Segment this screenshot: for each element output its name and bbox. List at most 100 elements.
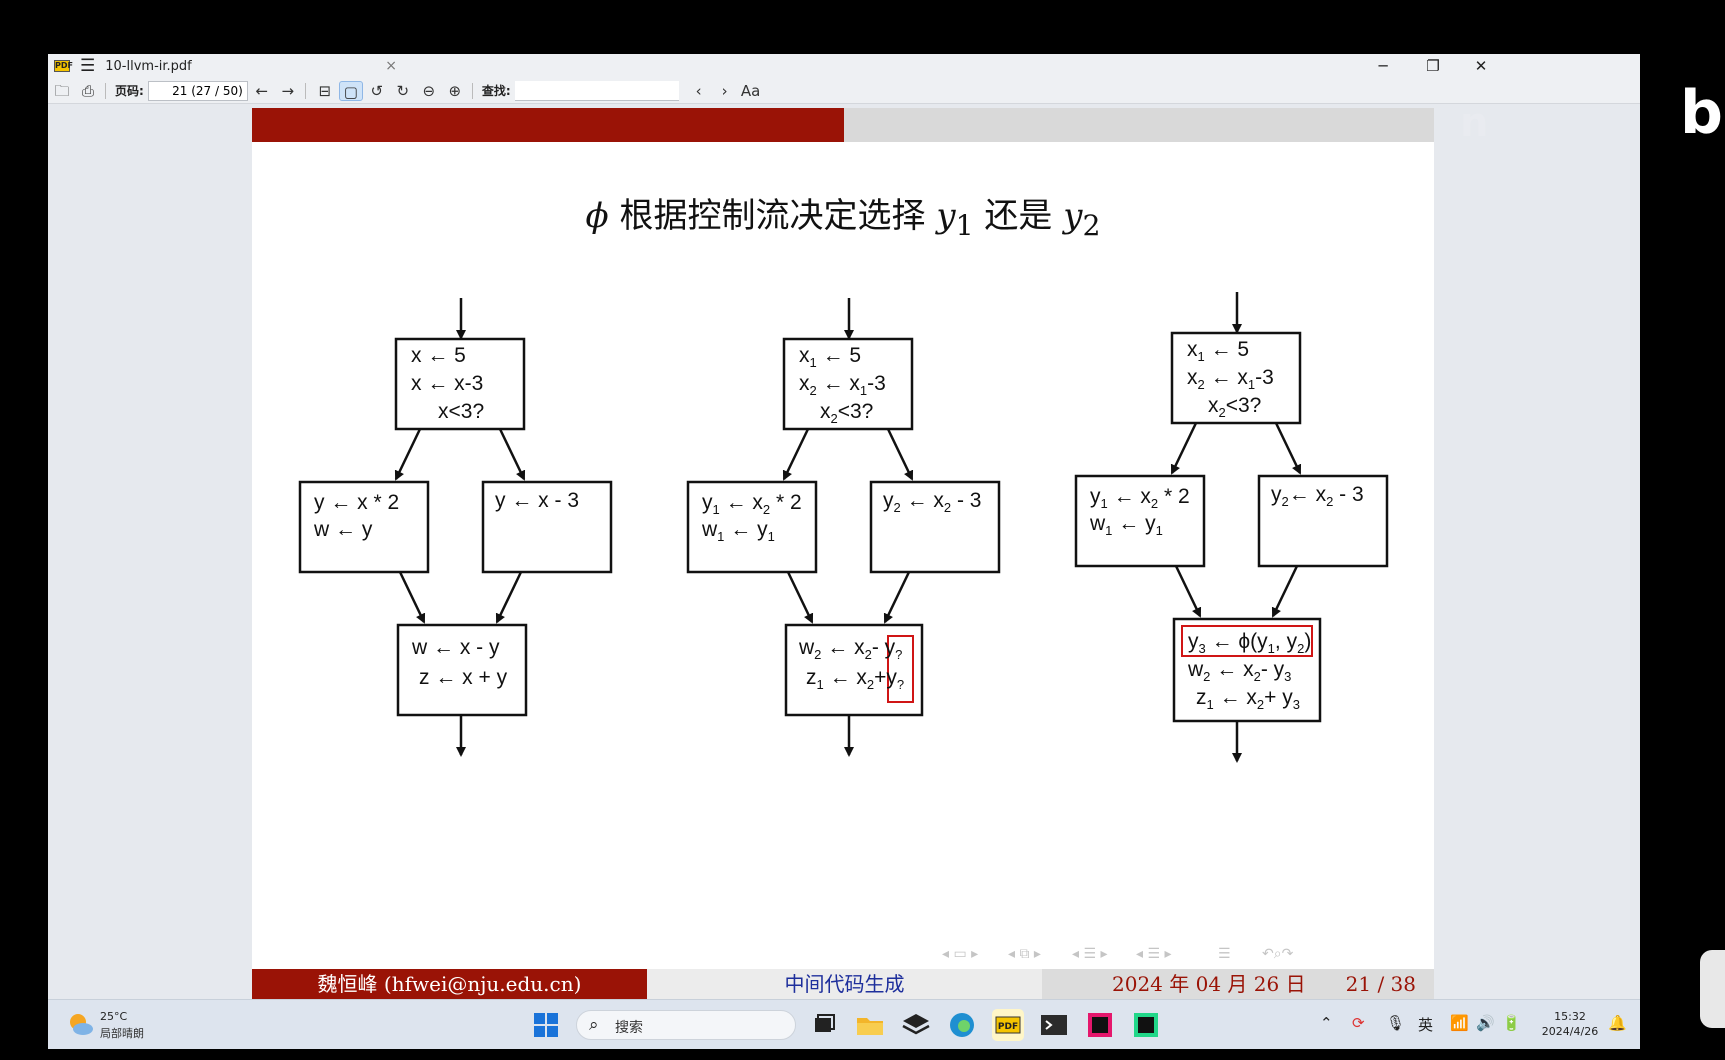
block-then	[298, 480, 430, 574]
volume-icon[interactable]: 🔊	[1476, 1014, 1495, 1032]
microphone-icon[interactable]: 🎙	[1386, 1014, 1406, 1032]
block-else	[1257, 474, 1389, 568]
open-folder-icon[interactable]: 🗀	[54, 81, 70, 100]
next-page-icon[interactable]: →	[281, 81, 295, 100]
d3-then-line-1: y1 ← x2 * 2	[1090, 485, 1190, 511]
diagram-ssa-renamed: x1 ← 5 x2 ← x1-3 x2<3? y1 ← x2 * 2 w1 ← …	[686, 298, 1001, 757]
edge-else-merge	[883, 571, 911, 624]
layers-app-icon[interactable]	[900, 1009, 932, 1041]
d1-entry-line-3: x<3?	[438, 400, 484, 423]
search-placeholder: 搜索	[615, 1020, 643, 1036]
app-logo-icon: PDF	[54, 60, 73, 72]
edge-entry-then	[394, 428, 422, 481]
document-tab-title[interactable]: 10-llvm-ir.pdf	[105, 58, 192, 74]
battery-icon[interactable]: 🔋	[1502, 1014, 1521, 1032]
match-case-icon[interactable]: Aa	[740, 81, 761, 100]
find-label: 查找:	[481, 84, 511, 98]
d1-merge-line-2: z ← x + y	[419, 666, 508, 689]
d2-entry-line-3: x2<3?	[820, 400, 873, 426]
show-hidden-icons-icon[interactable]: ⌃	[1320, 1014, 1333, 1032]
rotate-right-icon[interactable]: ↻	[396, 81, 410, 100]
find-input[interactable]	[514, 80, 679, 101]
d2-merge-line-1: w2 ← x2- y?	[798, 636, 902, 662]
d2-then-line-2: w1 ← y1	[701, 518, 775, 544]
task-view-icon[interactable]	[808, 1009, 840, 1041]
block-entry	[1170, 331, 1302, 425]
sync-icon[interactable]: ⟳	[1352, 1014, 1365, 1032]
menu-icon[interactable]: ☰	[80, 55, 96, 76]
d1-then-line-2: w ← y	[313, 518, 373, 541]
beamer-nav-toc-icon[interactable]: ☰	[1218, 946, 1231, 962]
windows-start-icon[interactable]	[530, 1009, 562, 1041]
toolbar-divider	[304, 82, 306, 99]
clion-icon[interactable]	[1130, 1009, 1162, 1041]
beamer-nav-outline-icon[interactable]: ◂ ☰ ▸	[1136, 946, 1172, 962]
notification-icon[interactable]: 🔔	[1608, 1014, 1627, 1032]
d2-else-line-1: y2 ← x2 - 3	[883, 489, 981, 515]
pdf-page: ϕ 根据控制流决定选择 y1 还是 y2	[252, 108, 1434, 999]
system-clock[interactable]: 15:32 2024/4/26	[1538, 1009, 1602, 1039]
d3-merge-line-2: w2 ← x2- y3	[1187, 658, 1291, 684]
title-sub-2: 2	[1082, 208, 1101, 242]
rotate-left-icon[interactable]: ↺	[370, 81, 384, 100]
weather-widget[interactable]: 25°C 局部晴朗	[66, 1008, 196, 1042]
d3-then-line-2: w1 ← y1	[1089, 512, 1163, 538]
block-else	[481, 480, 613, 574]
file-explorer-icon[interactable]	[854, 1009, 886, 1041]
slide-header-red-bar	[252, 108, 844, 142]
footer-page-count: 21 / 38	[1345, 972, 1416, 996]
intellij-icon[interactable]	[1084, 1009, 1116, 1041]
block-merge	[1172, 617, 1322, 723]
beamer-nav-section-icon[interactable]: ◂ ☰ ▸	[1072, 946, 1108, 962]
beamer-nav-frame-icon[interactable]: ◂ ▭ ▸	[942, 946, 979, 962]
block-else	[869, 480, 1001, 574]
d3-entry-line-1: x1 ← 5	[1187, 338, 1249, 364]
d3-entry-line-3: x2<3?	[1208, 394, 1261, 420]
svg-text:PDF: PDF	[998, 1022, 1018, 1032]
d1-then-line-1: y ← x * 2	[314, 491, 399, 514]
find-next-icon[interactable]: ›	[721, 81, 728, 100]
unknown-y-highlight	[887, 635, 914, 703]
find-previous-icon[interactable]: ‹	[695, 81, 702, 100]
title-text-2: 还是	[973, 196, 1064, 236]
toolbar-divider	[105, 82, 106, 99]
zoom-out-icon[interactable]: ⊖	[422, 81, 436, 100]
footer-author: 魏恒峰 (hfwei@nju.edu.cn)	[252, 969, 647, 999]
footer-date: 2024 年 04 月 26 日	[1112, 972, 1306, 996]
minimize-button[interactable]: ─	[1378, 57, 1388, 75]
close-button[interactable]: ✕	[1474, 57, 1488, 75]
pdf-reader-icon[interactable]: PDF	[992, 1009, 1024, 1041]
d3-else-line-1: y2← x2 - 3	[1271, 483, 1364, 509]
edge-entry-then	[782, 428, 810, 481]
print-icon[interactable]: ⎙	[81, 81, 94, 100]
page-number-input[interactable]	[147, 80, 248, 101]
video-watermark: n	[1460, 100, 1490, 146]
block-then	[686, 480, 818, 574]
edge-browser-icon[interactable]	[946, 1009, 978, 1041]
zoom-in-icon[interactable]: ⊕	[448, 81, 462, 100]
d2-entry-line-2: x2 ← x1-3	[799, 372, 886, 398]
beamer-nav-subsection-icon[interactable]: ◂ ⧉ ▸	[1008, 946, 1041, 962]
block-entry	[782, 337, 914, 431]
block-merge	[784, 623, 924, 717]
slide-footer: 魏恒峰 (hfwei@nju.edu.cn) 中间代码生成 2024 年 04 …	[252, 969, 1434, 999]
tab-close-icon[interactable]: ×	[385, 58, 397, 74]
previous-page-icon[interactable]: ←	[255, 81, 269, 100]
page-label: 页码:	[115, 84, 144, 98]
single-page-view-icon[interactable]: ▢	[338, 80, 363, 101]
weather-temperature: 25°C	[100, 1010, 128, 1023]
restore-button[interactable]: ❐	[1426, 57, 1440, 75]
wifi-icon[interactable]: 📶	[1450, 1014, 1469, 1032]
input-method-indicator[interactable]: 英	[1418, 1016, 1434, 1034]
beamer-nav-back-search-icon[interactable]: ↶⌕↷	[1262, 946, 1294, 962]
edge-entry-else	[1274, 422, 1302, 475]
taskbar-search-box[interactable]: ⌕ 搜索	[576, 1010, 796, 1040]
pdf-viewer-window: PDF ☰ 10-llvm-ir.pdf × ─ ❐ ✕ 🗀 ⎙ 页码: ← →…	[48, 54, 1640, 999]
d2-entry-line-1: x1 ← 5	[799, 344, 861, 370]
footer-date-pages: 2024 年 04 月 26 日 21 / 38	[1042, 969, 1434, 999]
continuous-view-icon[interactable]: ⊟	[318, 81, 332, 100]
weather-description: 局部晴朗	[100, 1027, 144, 1040]
bilibili-logo: bi	[1680, 78, 1725, 148]
terminal-icon[interactable]	[1038, 1009, 1070, 1041]
floating-edge-widget[interactable]	[1700, 950, 1725, 1028]
